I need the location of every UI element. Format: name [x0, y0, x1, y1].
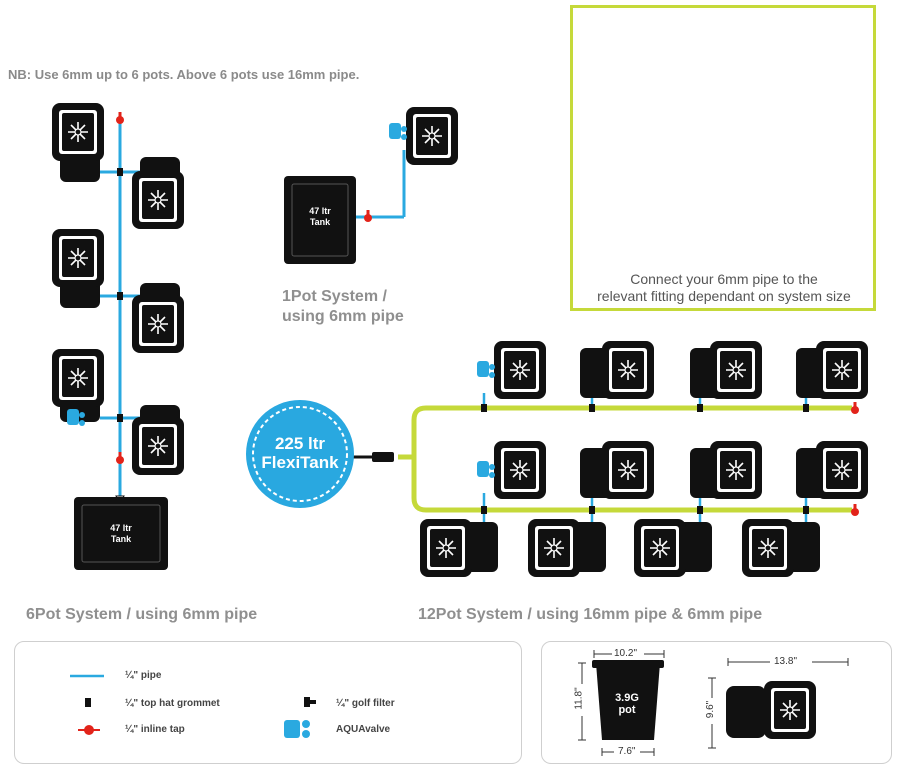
pot-icon: [601, 440, 655, 500]
flexitank-word: FlexiTank: [261, 453, 339, 472]
six-pot-title: 6Pot System / using 6mm pipe: [26, 606, 258, 623]
note-text: NB: Use 6mm up to 6 pots. Above 6 pots u…: [8, 67, 360, 82]
flexitank: [246, 400, 354, 508]
pot-icon: [493, 340, 547, 400]
one-pot-title-line1: 1Pot System /: [282, 288, 387, 305]
inline-tap-icon: [851, 402, 859, 414]
pot-icon: [493, 440, 547, 500]
pot-height-dimension: 11.8": [573, 687, 585, 710]
pot-icon: [527, 518, 581, 578]
pot-top-dimension: 10.2": [614, 648, 638, 659]
pot-icon: [815, 340, 869, 400]
six-pot-system: [51, 102, 185, 570]
one-pot-tank-label: 47 ltr Tank: [284, 206, 356, 228]
flexitank-label: 225 ltr FlexiTank: [248, 434, 352, 472]
tap-legend-icon: [84, 725, 94, 735]
pot-size-word: pot: [618, 704, 636, 716]
six-pot-tank-label: 47 ltr Tank: [74, 523, 168, 545]
pot-3-9g: [596, 663, 660, 740]
fittings-caption-line1: Connect your 6mm pipe to the: [630, 271, 818, 287]
twelve-pot-title: 12Pot System / using 16mm pipe & 6mm pip…: [418, 606, 763, 623]
flexitank-capacity: 225 ltr: [274, 434, 326, 453]
one-pot-title: 1Pot System / using 6mm pipe: [282, 287, 404, 327]
pot-icon: [815, 440, 869, 500]
legend-icons: [70, 674, 316, 738]
tray-width-dimension: 13.8": [774, 656, 798, 667]
tank-47l: [74, 497, 168, 570]
aquavalve-icon: [477, 361, 495, 378]
pot-bottom-dimension: 7.6": [618, 746, 636, 757]
dimension-drawing: [578, 650, 849, 756]
grommet-legend-icon: [85, 698, 91, 707]
tank-word: Tank: [110, 534, 132, 544]
pot-icon: [709, 440, 763, 500]
legend-grommet-label: ¼" top hat grommet: [125, 698, 220, 709]
legend-golf-filter-label: ¼" golf filter: [336, 698, 395, 709]
fittings-caption-line2: relevant fitting dependant on system siz…: [597, 288, 851, 304]
pot-icon: [131, 416, 185, 476]
inline-tap-icon: [851, 504, 859, 516]
one-pot-system: [284, 106, 459, 264]
pot-icon: [601, 340, 655, 400]
twelve-pot-system: [246, 340, 869, 578]
dimensions-box: [541, 641, 892, 764]
pot-icon: [51, 348, 105, 408]
tank-47l: [284, 176, 356, 264]
tray-side: [726, 686, 766, 738]
pot-icon: [741, 518, 795, 578]
legend-aquavalve-label: AQUAvalve: [336, 724, 391, 735]
legend-box: [14, 641, 522, 764]
one-pot-title-line2: using 6mm pipe: [282, 308, 404, 325]
aquavalve-icon: [477, 461, 495, 478]
pot-size-label: 3.9G pot: [606, 692, 648, 716]
pot-size-value: 3.9G: [615, 692, 639, 704]
legend-tap-label: ¼" inline tap: [125, 724, 185, 735]
tank-capacity: 47 ltr: [110, 523, 132, 533]
pot-icon: [419, 518, 473, 578]
aquavalve-legend-icon: [284, 720, 300, 738]
pot-icon: [709, 340, 763, 400]
tank-capacity: 47 ltr: [309, 206, 331, 216]
grommet-icon: [117, 414, 123, 422]
golf-filter-legend-icon: [304, 697, 310, 707]
fittings-caption: Connect your 6mm pipe to the relevant fi…: [575, 271, 873, 305]
tray-depth-dimension: 9.6": [705, 700, 717, 719]
pot-icon: [633, 518, 687, 578]
connector: [372, 452, 394, 462]
tank-word: Tank: [309, 217, 331, 227]
inline-tap-icon: [116, 452, 124, 464]
legend-pipe-label: ¼" pipe: [125, 670, 162, 681]
fittings-box: [570, 5, 876, 311]
